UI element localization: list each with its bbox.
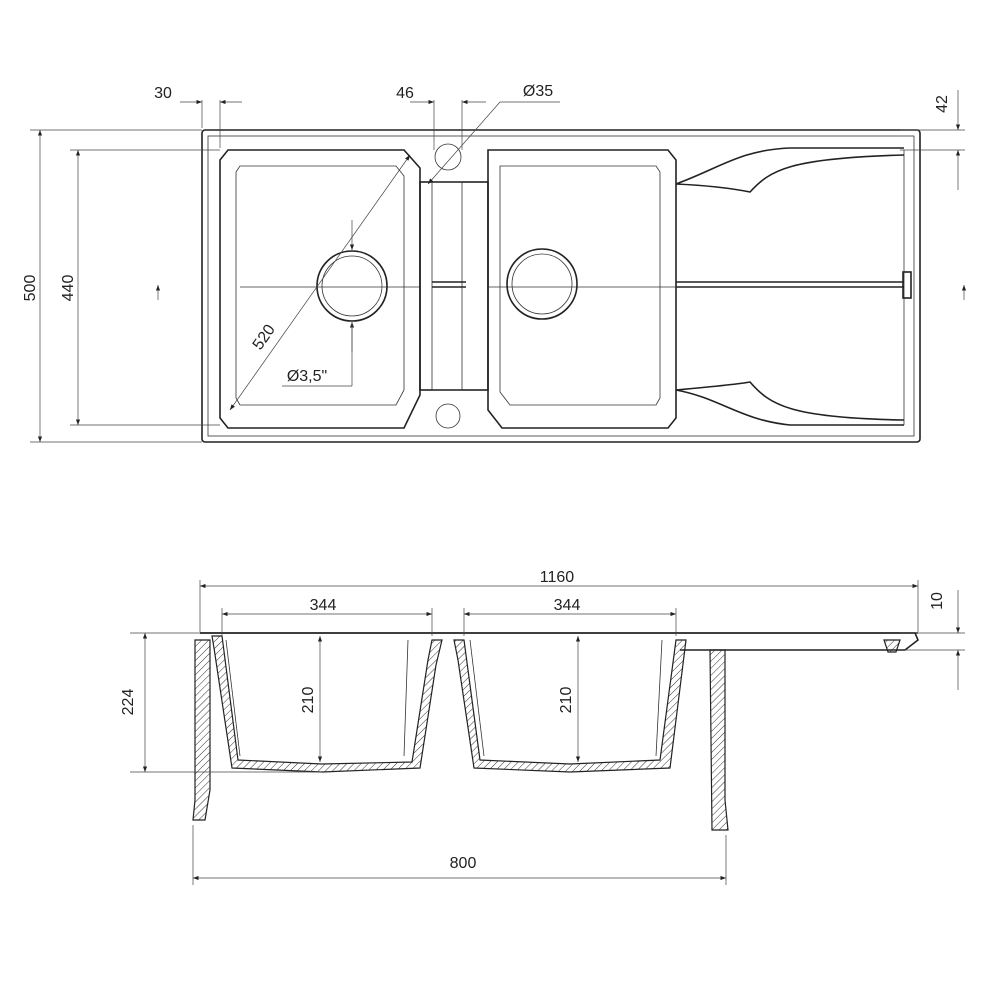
deck-profile [200, 632, 919, 651]
right-bowl-inner [499, 165, 661, 406]
dim-344-left: 344 [310, 597, 337, 614]
middle-channel [419, 181, 489, 391]
dim-520: 520 [250, 322, 279, 354]
drainboard [675, 147, 912, 426]
dim-210-right: 210 [558, 687, 575, 714]
dim-440: 440 [60, 275, 77, 302]
dim-tap-diameter: Ø35 [523, 83, 553, 100]
dim-42: 42 [934, 95, 951, 113]
dim-224: 224 [120, 689, 137, 716]
left-drain [316, 250, 388, 322]
dim-500: 500 [22, 275, 39, 302]
dim-30: 30 [154, 85, 172, 102]
cabinet-wall-right [709, 649, 729, 831]
tap-hole [434, 143, 462, 171]
dim-210-left: 210 [300, 687, 317, 714]
dim-1160: 1160 [540, 569, 575, 586]
left-bowl-section [211, 635, 443, 773]
right-bowl-section [453, 639, 687, 773]
right-drain [506, 248, 578, 320]
cabinet-wall-left [192, 639, 211, 821]
dim-10: 10 [929, 592, 946, 610]
dim-344-right: 344 [554, 597, 581, 614]
top-view: 30 46 Ø35 42 500 440 520 Ø3,5" [22, 83, 967, 443]
sink-outline [201, 129, 921, 443]
sink-rim [207, 135, 915, 437]
dim-drain-diameter: Ø3,5" [287, 368, 327, 385]
tap-hole-2 [435, 403, 461, 429]
right-bowl [487, 149, 677, 429]
dim-800: 800 [450, 855, 477, 872]
dim-46: 46 [396, 85, 414, 102]
side-view: 1160 344 344 10 224 210 210 800 [120, 569, 965, 885]
